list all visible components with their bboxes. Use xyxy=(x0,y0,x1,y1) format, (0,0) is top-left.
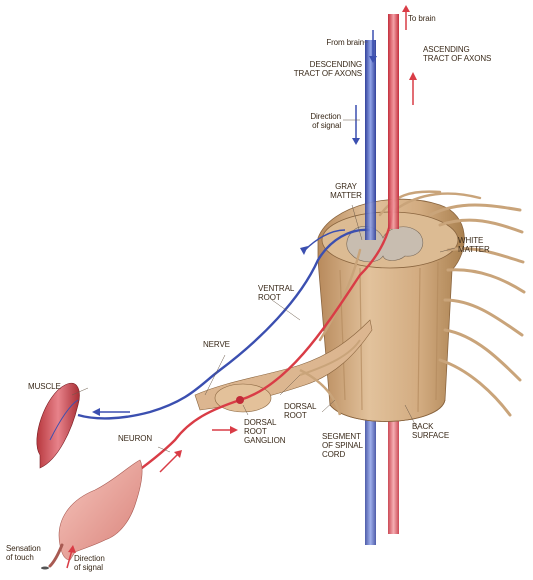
arrow-down-icon xyxy=(352,105,360,145)
dorsal-root-ganglion-label: DORSAL ROOT GANGLION xyxy=(244,418,292,445)
white-matter-label: WHITE MATTER xyxy=(458,236,508,254)
arrow-left-icon xyxy=(92,408,130,416)
direction-of-signal-bottom-label: Direction of signal xyxy=(74,554,120,572)
ventral-root-label: VENTRAL ROOT xyxy=(258,284,298,302)
from-brain-label: From brain xyxy=(312,38,364,47)
nerve-label: NERVE xyxy=(203,340,243,349)
segment-of-spinal-cord-label: SEGMENT OF SPINAL CORD xyxy=(322,432,372,459)
spinal-cord-segment xyxy=(318,199,464,421)
to-brain-label: To brain xyxy=(408,14,436,23)
direction-of-signal-top-label: Direction of signal xyxy=(295,112,341,130)
muscle-label: MUSCLE xyxy=(28,382,78,391)
arrow-up-icon xyxy=(160,450,182,472)
descending-tract-label: DESCENDING TRACT OF AXONS xyxy=(290,60,362,78)
sensation-of-touch-label: Sensation of touch xyxy=(6,544,52,562)
arrow-right-icon xyxy=(212,426,238,434)
back-surface-label: BACK SURFACE xyxy=(412,422,458,440)
neuron-label: NEURON xyxy=(118,434,168,443)
arrow-up-icon xyxy=(409,72,417,105)
muscle xyxy=(37,383,80,468)
ascending-tract-label: ASCENDING TRACT OF AXONS xyxy=(423,45,503,63)
gray-matter-label: GRAY MATTER xyxy=(326,182,366,200)
ganglion-cell-body xyxy=(236,396,244,404)
